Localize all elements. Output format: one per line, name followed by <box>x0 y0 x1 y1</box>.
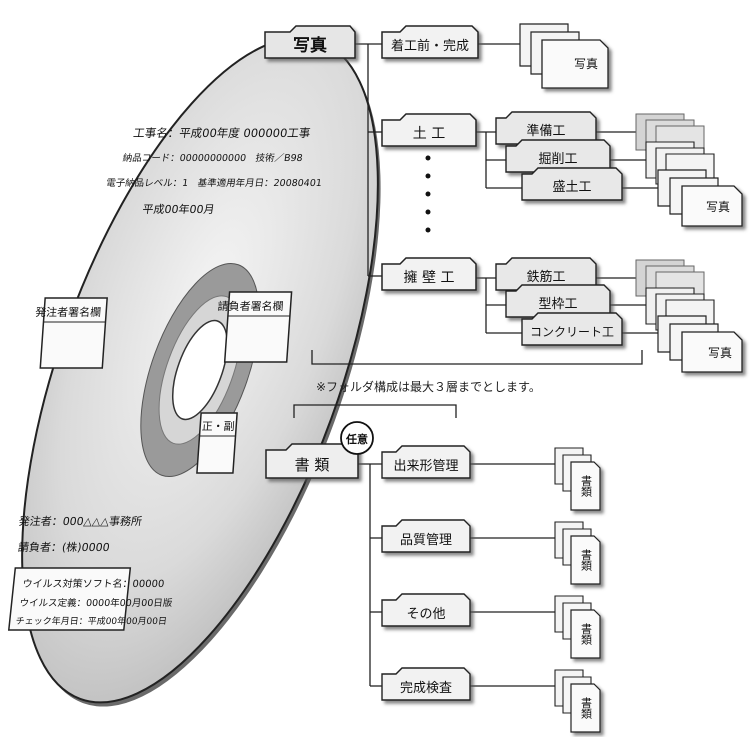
photo-file-label-doboku: 写真 <box>706 200 730 214</box>
folder-doboku-child-2[interactable] <box>521 167 623 201</box>
doboku-child-1-label: 掘削工 <box>538 152 577 167</box>
document-file-label-2: 書類 <box>580 622 593 646</box>
folder-document-0[interactable] <box>381 445 471 479</box>
folder-depth-note: ※フォルダ構成は最大３層までとします。 <box>316 379 541 394</box>
disc-date: 平成00年00月 <box>142 202 216 216</box>
folder-youheki-child-1[interactable] <box>505 284 611 318</box>
photo-file-stack-group-0[interactable] <box>519 23 609 89</box>
documents-root-label: 書 類 <box>295 456 330 474</box>
folder-document-1[interactable] <box>381 519 471 553</box>
disc-project-name: 工事名：平成00年度 000000工事 <box>132 126 311 140</box>
doboku-child-2-label: 盛土工 <box>552 180 591 195</box>
photo-file-stack-doboku-2[interactable] <box>657 169 743 227</box>
youheki-child-2-label: コンクリート工 <box>530 325 614 339</box>
folder-doboku-child-0[interactable] <box>495 111 597 145</box>
orderer-box-label: 発注者署名欄 <box>35 305 102 319</box>
optional-badge-label: 任意 <box>345 432 368 446</box>
document-folder-0-label: 出来形管理 <box>393 459 458 474</box>
doboku-child-0-label: 準備工 <box>526 123 565 139</box>
photo-file-stack-youheki-2[interactable] <box>657 315 743 373</box>
original-copy-box <box>196 412 238 474</box>
disc-level-date: 電子納品レベル：1 基準適用年月日：20080401 <box>105 177 322 189</box>
document-folder-3-label: 完成検査 <box>400 681 452 696</box>
youheki-child-0-label: 鉄筋工 <box>526 269 565 285</box>
folder-photo-root[interactable] <box>264 25 356 59</box>
photo-file-label-youheki: 写真 <box>708 346 732 360</box>
document-file-stack-0[interactable] <box>554 447 601 511</box>
document-file-stack-3[interactable] <box>554 669 601 733</box>
folder-document-3[interactable] <box>381 667 471 701</box>
document-folder-2-label: その他 <box>406 607 445 622</box>
document-file-label-1: 書類 <box>580 548 593 572</box>
optional-badge <box>340 421 374 455</box>
document-folder-1-label: 品質管理 <box>400 533 452 548</box>
photo-group-2-label: 擁 壁 工 <box>404 270 455 286</box>
virus-software: ウイルス対策ソフト名：00000 <box>22 577 165 590</box>
virus-definition: ウイルス定義：0000年00月00日版 <box>19 597 173 609</box>
photo-group-1-label: 土 工 <box>413 126 445 142</box>
disc-orderer: 発注者：000△△△事務所 <box>18 514 143 528</box>
virus-info-box <box>7 567 132 631</box>
photo-group-0-label: 着工前・完成 <box>391 38 469 54</box>
photo-file-label-group-0: 写真 <box>574 57 598 71</box>
folder-photo-group-0[interactable] <box>381 25 479 59</box>
disc-contractor: 請負者：(株)0000 <box>17 540 110 554</box>
check-date: チェック年月日：平成00年00月00日 <box>15 615 167 627</box>
folder-youheki-child-2[interactable] <box>521 312 623 346</box>
cd-disc: 工事名：平成00年度 000000工事 納品コード：00000000000 技術… <box>7 36 381 707</box>
contractor-box-label: 請負者署名欄 <box>217 299 284 313</box>
original-copy-label: 正・副 <box>201 420 235 433</box>
folder-photo-group-1[interactable] <box>381 113 477 147</box>
contractor-signature-box <box>223 291 293 363</box>
document-file-label-0: 書類 <box>580 474 593 498</box>
folder-photo-group-2[interactable] <box>381 257 477 291</box>
youheki-child-1-label: 型枠工 <box>538 297 577 312</box>
document-file-stack-2[interactable] <box>554 595 601 659</box>
photo-root-label: 写真 <box>293 35 327 56</box>
tree-connector-lines <box>293 43 658 687</box>
folder-document-2[interactable] <box>381 593 471 627</box>
ellipsis-dots <box>425 155 431 233</box>
folder-youheki-child-0[interactable] <box>495 257 597 291</box>
disc-delivery-code: 納品コード：00000000000 技術／B98 <box>122 152 303 164</box>
orderer-signature-box <box>39 297 108 369</box>
document-file-label-3: 書類 <box>580 696 593 720</box>
document-file-stack-1[interactable] <box>554 521 601 585</box>
folder-doboku-child-1[interactable] <box>505 139 611 173</box>
disc-center-hole <box>171 319 229 421</box>
